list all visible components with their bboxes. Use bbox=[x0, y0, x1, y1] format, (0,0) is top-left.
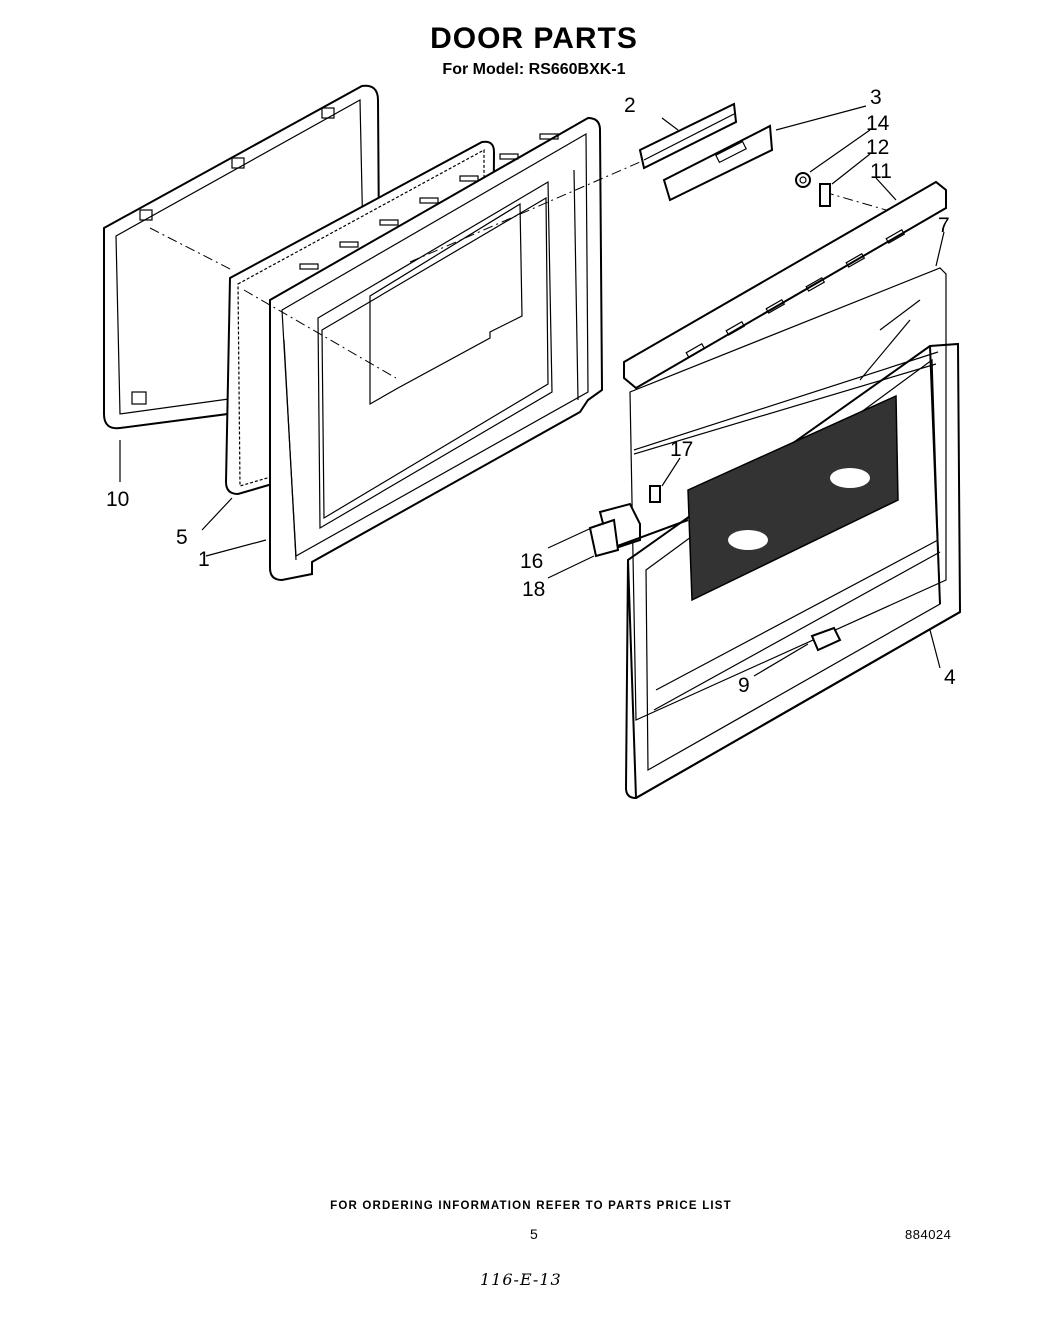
part-7-glass bbox=[629, 267, 947, 721]
part-2-bracket bbox=[638, 102, 738, 170]
alignment-line bbox=[149, 227, 233, 271]
handwritten-note: 116-E-13 bbox=[480, 1270, 562, 1289]
part-9-clip bbox=[810, 626, 842, 652]
window-mesh bbox=[653, 394, 941, 711]
part-3-bracket bbox=[662, 124, 774, 202]
alignment-line bbox=[409, 161, 641, 263]
callout-9: 9 bbox=[738, 674, 750, 697]
page-title: DOOR PARTS bbox=[430, 22, 638, 55]
leader-lines bbox=[119, 105, 945, 677]
part-18-hinge-bracket bbox=[588, 518, 620, 558]
callout-1: 1 bbox=[198, 548, 210, 571]
part-4-outer-frame bbox=[624, 342, 962, 800]
part-14-nut bbox=[795, 172, 811, 188]
callout-11: 11 bbox=[870, 160, 892, 183]
part-11-top-trim bbox=[623, 180, 947, 390]
callout-5: 5 bbox=[176, 526, 188, 549]
ordering-info-note: FOR ORDERING INFORMATION REFER TO PARTS … bbox=[330, 1200, 732, 1212]
callout-12: 12 bbox=[866, 136, 889, 159]
callout-10: 10 bbox=[106, 488, 129, 511]
callout-2: 2 bbox=[624, 94, 636, 117]
document-code: 884024 bbox=[905, 1227, 952, 1242]
page-number: 5 bbox=[530, 1226, 538, 1242]
callout-4: 4 bbox=[944, 666, 956, 689]
part-17-clip bbox=[649, 485, 661, 503]
alignment-line bbox=[243, 289, 397, 379]
model-subtitle: For Model: RS660BXK-1 bbox=[442, 61, 626, 78]
callout-14: 14 bbox=[866, 112, 890, 135]
callout-16: 16 bbox=[520, 550, 543, 573]
callout-18: 18 bbox=[522, 578, 545, 601]
callout-7: 7 bbox=[938, 214, 950, 237]
callout-3: 3 bbox=[870, 86, 882, 109]
callout-17: 17 bbox=[670, 438, 693, 461]
part-1-door-liner bbox=[269, 116, 604, 582]
part-12-clip bbox=[819, 183, 831, 207]
